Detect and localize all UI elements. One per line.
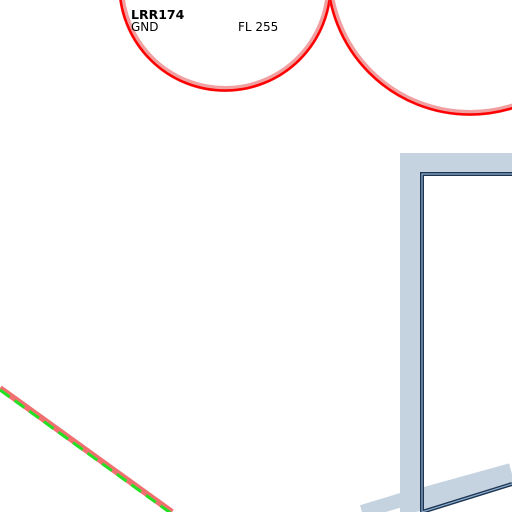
restricted-area-lrr174[interactable] — [119, 0, 331, 92]
boundary-line — [420, 172, 512, 512]
route-line[interactable] — [0, 385, 174, 512]
boundary-band-path — [400, 153, 512, 512]
airspace-lower-limit-label: GND — [131, 20, 159, 34]
restricted-area-circle — [329, 0, 512, 116]
restricted-area-halo — [328, 0, 512, 116]
boundary-band — [359, 153, 512, 512]
route-line-outer — [0, 385, 174, 512]
restricted-area-circle — [119, 0, 331, 92]
airspace-name-label: LRR174 — [131, 7, 185, 22]
restricted-area-adjacent[interactable] — [328, 0, 512, 116]
boundary-line-inner — [421, 173, 512, 512]
boundary-line-outer — [420, 172, 512, 512]
boundary-band-lower — [359, 490, 414, 512]
restricted-area-halo — [119, 0, 331, 92]
airspace-upper-limit-label: FL 255 — [238, 20, 279, 34]
